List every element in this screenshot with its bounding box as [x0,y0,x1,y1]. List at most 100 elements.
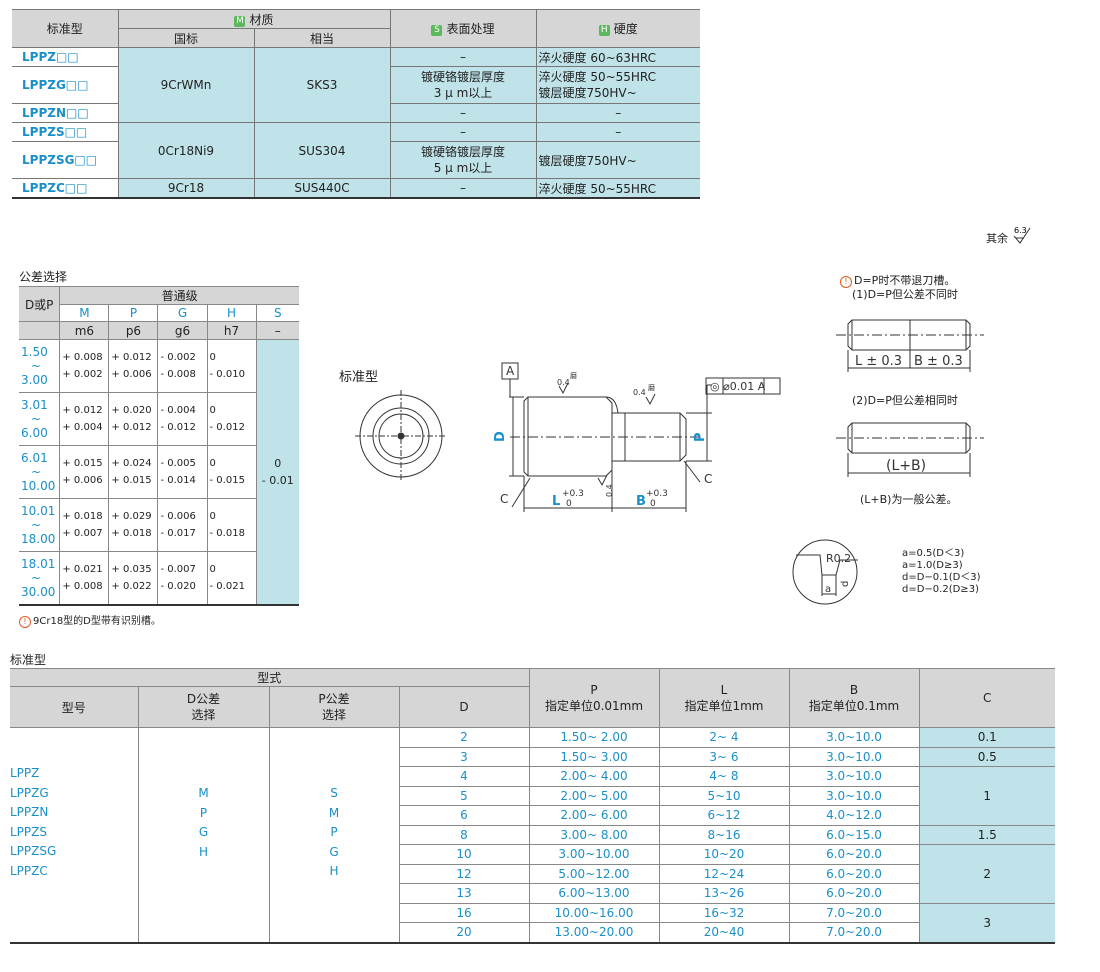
tol-h7: 0- 0.018 [206,498,257,552]
cell-p: 3.00~ 8.00 [528,824,660,845]
spec-equiv: SUS440C [253,178,391,199]
dim-sum: (L+B) [886,458,926,474]
spec-code: LPPZSG□□ [12,141,119,179]
cell-p: 13.00~20.00 [528,922,660,943]
b-tol-upper: +0.3 [646,489,668,499]
detail-d: d [840,581,851,587]
cell-b: 4.0~12.0 [788,805,920,826]
dim-l-label: L [552,494,560,509]
spec-equiv: SKS3 [253,47,391,123]
cell-c: 3 [918,902,1055,943]
cell-b: 3.0~10.0 [788,785,920,806]
spec-hardness: – [535,103,700,123]
roughness-value: 0.4 [605,484,614,497]
tol-s: 0- 0.01 [255,339,299,606]
cell-p: 10.00~16.00 [528,902,660,923]
tolerance-row: 3.01~6.00+ 0.012+ 0.004+ 0.020+ 0.012- 0… [19,392,299,446]
tol-h7: 0- 0.012 [206,392,257,446]
tolerance-row: 6.01~10.00+ 0.015+ 0.006+ 0.024+ 0.015- … [19,445,299,499]
concentricity-tolerance: ◎ ⌀0.01 A [710,380,766,393]
cell-l: 12~24 [658,863,790,884]
spec-gb: 0Cr18Ni9 [117,122,255,179]
cell-d: 5 [398,785,530,806]
tol-g6: - 0.004- 0.012 [157,392,208,446]
dim-b-tol: B ± 0.3 [914,354,963,369]
cell-d: 20 [398,922,530,943]
fit-g6: g6 [157,321,208,340]
surface-badge-icon: S [431,25,443,36]
detail-a: a [825,584,831,595]
header-d: D [398,686,530,728]
tol-g6: - 0.002- 0.008 [157,339,208,393]
cell-p: 5.00~12.00 [528,863,660,884]
cell-d: 3 [398,746,530,767]
spec-gb: 9Cr18 [117,178,255,199]
tolerance-table: D或P 普通级 M P G H S m6 p6 g6 h7 – 1.50~3.0… [19,286,299,606]
datum-label: A [506,364,515,378]
spec-code: LPPZN□□ [12,103,119,123]
spec-code: LPPZS□□ [12,122,119,142]
roughness-symbol-icon: 6.3 [1013,226,1030,244]
fit-s: – [255,321,299,340]
cell-d: 2 [398,727,530,748]
detail-formulas: a=0.5(D＜3) a=1.0(D≥3) d=D−0.1(D＜3) d=D−0… [902,548,981,595]
cell-p: 2.00~ 6.00 [528,805,660,826]
cell-b: 6.0~20.0 [788,863,920,884]
header-d-tol: D公差 选择 [137,686,270,728]
roughness-note: 其余 6.3 [986,226,1038,246]
size-range: 1.50~3.00 [19,339,61,393]
tolerance-row: 1.50~3.00+ 0.008+ 0.002+ 0.012+ 0.006- 0… [19,339,299,606]
spec-hardness: 淬火硬度 50~55HRC 镀层硬度750HV~ [535,66,700,104]
roughness-value: 0.4 [633,388,646,397]
spec-surface: 镀硬铬镀层厚度 5 μ m以上 [389,141,537,179]
cell-d: 16 [398,902,530,923]
cell-b: 7.0~20.0 [788,902,920,923]
dim-b-label: B [636,494,646,509]
size-range: 18.01~30.00 [19,551,61,606]
spec-surface: 镀硬铬镀层厚度 3 μ m以上 [389,66,537,104]
dimension-table: 型式 P 指定单位0.01mm L 指定单位1mm B 指定单位0.1mm C … [10,668,1055,944]
tol-g6: - 0.005- 0.014 [157,445,208,499]
note-line2: (1)D=P但公差不同时 [852,288,958,301]
spec-surface: – [389,122,537,142]
cell-p: 2.00~ 4.00 [528,766,660,787]
spec-gb: 9CrWMn [117,47,255,123]
hardness-badge-icon: H [598,25,610,36]
variant-drawings [792,319,984,605]
spec-code: LPPZ□□ [12,47,119,67]
cell-d: 6 [398,805,530,826]
spec-hardness: 镀层硬度750HV~ [535,141,700,179]
header-equiv: 相当 [253,28,391,48]
roughness-value: 0.4 [557,378,570,387]
cell-l: 3~ 6 [658,746,790,767]
tolerance-title: 公差选择 [19,270,68,284]
header-p-tol: P公差 选择 [268,686,400,728]
cell-l: 16~32 [658,902,790,923]
cell-b: 6.0~20.0 [788,883,920,904]
tol-h7: 0- 0.010 [206,339,257,393]
svg-text:6.3: 6.3 [1014,226,1027,235]
material-badge-icon: M [234,15,246,27]
cell-l: 10~20 [658,844,790,865]
tol-p6: + 0.035+ 0.022 [108,551,159,606]
cell-b: 6.0~20.0 [788,844,920,865]
chamfer-right: C [704,472,712,486]
fit-h7: h7 [206,321,257,340]
tol-h7: 0- 0.021 [206,551,257,606]
spec-hardness: 淬火硬度 60~63HRC [535,47,700,67]
size-range: 6.01~10.00 [19,445,61,499]
header-model: 型号 [10,686,139,728]
